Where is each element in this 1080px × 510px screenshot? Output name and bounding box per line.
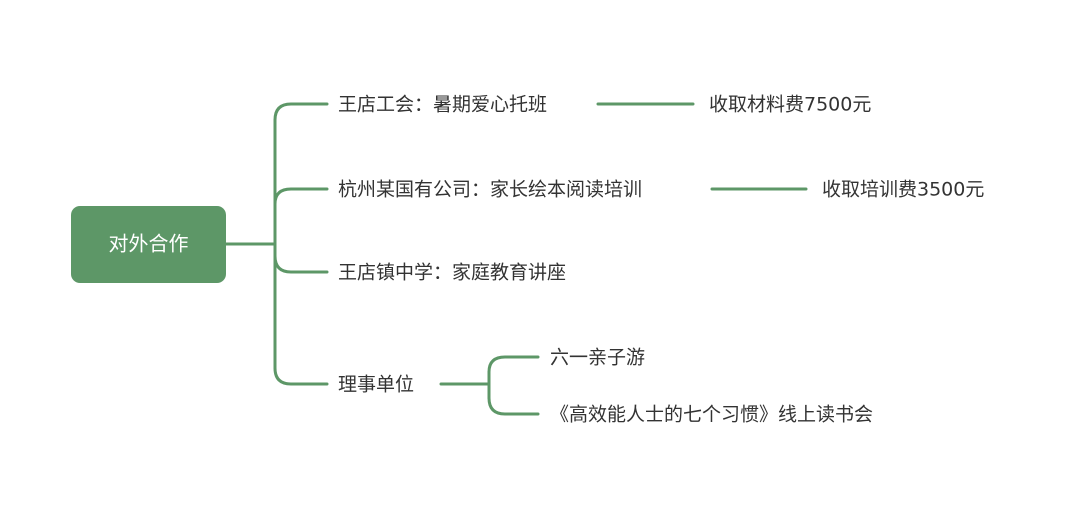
branch-1-detail[interactable]: 收取材料费7500元 — [709, 94, 871, 116]
connector-branch-1 — [273, 102, 329, 122]
branch-4-label[interactable]: 理事单位 — [338, 374, 414, 396]
sub-branch-1-label[interactable]: 六一亲子游 — [550, 347, 645, 369]
sub-branch-2-label[interactable]: 《高效能人士的七个习惯》线上读书会 — [550, 404, 873, 426]
connector-branch-4 — [273, 366, 329, 386]
branch-2-detail[interactable]: 收取培训费3500元 — [822, 179, 984, 201]
connector-sub-2 — [487, 396, 540, 416]
root-node-box[interactable] — [71, 206, 226, 283]
branch-1-label[interactable]: 王店工会：暑期爱心托班 — [338, 94, 547, 116]
branch-3-label[interactable]: 王店镇中学：家庭教育讲座 — [338, 262, 566, 284]
root-node-label: 对外合作 — [109, 232, 189, 256]
connector-branch-3 — [273, 254, 329, 274]
connector-sub-1 — [487, 355, 540, 374]
connector-branch-2 — [273, 187, 329, 206]
branch-2-label[interactable]: 杭州某国有公司：家长绘本阅读培训 — [338, 179, 642, 201]
